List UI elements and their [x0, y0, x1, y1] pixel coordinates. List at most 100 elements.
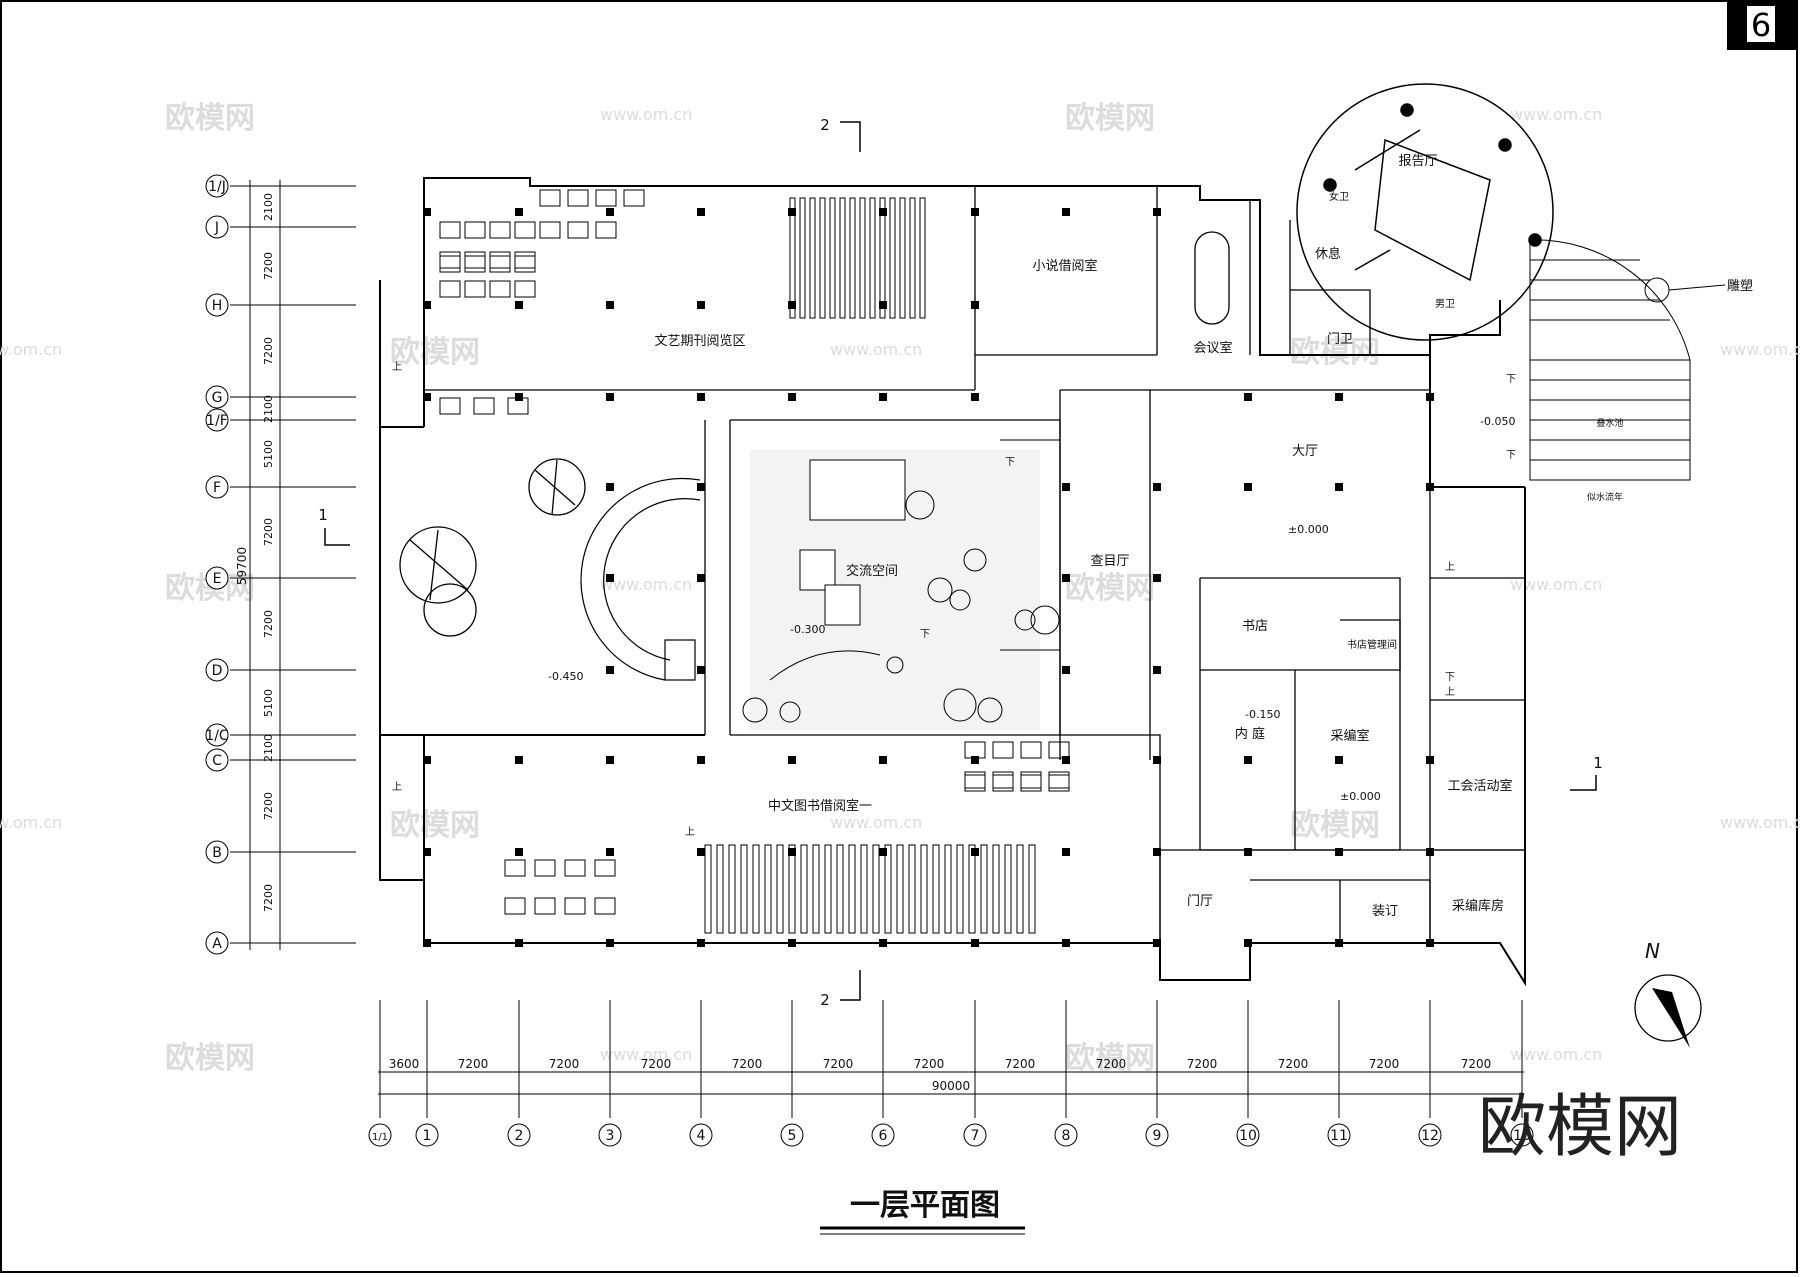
- column: [423, 301, 431, 309]
- exchange-space-garden: [742, 439, 1061, 730]
- axis-column-label: 1/1: [372, 1132, 388, 1143]
- axis-row-label: G: [212, 390, 223, 406]
- column: [606, 393, 614, 401]
- reading-table: [564, 859, 586, 877]
- stepped-plaza: [1529, 239, 1726, 481]
- bookshelf: [879, 197, 886, 319]
- watermark: 欧模网: [390, 335, 480, 370]
- column-dimension: 7200: [1461, 1057, 1492, 1071]
- column: [879, 756, 887, 764]
- reading-table: [539, 221, 561, 239]
- watermark: 欧模网: [1290, 808, 1380, 843]
- column-total-dimension: 90000: [932, 1079, 970, 1093]
- room-label-guard: 门卫: [1327, 332, 1353, 347]
- bookshelf: [992, 844, 1000, 934]
- bookshelf: [872, 844, 880, 934]
- axis-row-label: J: [214, 220, 219, 236]
- axis-row-label: A: [212, 936, 222, 952]
- reading-table: [464, 255, 486, 273]
- section-label: 2: [820, 116, 830, 134]
- column: [1062, 756, 1070, 764]
- column: [1335, 483, 1343, 491]
- reading-table: [514, 221, 536, 239]
- bookshelf: [836, 844, 844, 934]
- reading-table: [464, 280, 486, 298]
- axis-column-label: 5: [788, 1128, 797, 1144]
- column: [515, 939, 523, 947]
- column: [1335, 848, 1343, 856]
- stair-labels: 上 上 上 上 上 下 下 下 下 下: [392, 361, 1516, 838]
- bookshelf: [740, 844, 748, 934]
- watermark-url: www.om.cn: [830, 340, 922, 359]
- level-mark: ±0.000: [1288, 523, 1329, 536]
- bookshelf: [980, 844, 988, 934]
- bookshelf: [889, 197, 896, 319]
- column-dimension: 7200: [914, 1057, 945, 1071]
- axis-row-label: C: [212, 753, 222, 769]
- stair-down-label: 下: [920, 629, 930, 640]
- reading-table: [504, 859, 526, 877]
- reading-table: [1048, 774, 1070, 792]
- section-markers: [324, 121, 1597, 1001]
- axis-column-label: 10: [1239, 1128, 1257, 1144]
- column-axis-labels: 1/1 1 2 3 4 5 6 7 8 9 10 11 12 13: [372, 1128, 1531, 1144]
- bookshelf: [799, 197, 806, 319]
- bookshelf: [789, 197, 796, 319]
- reading-table: [1020, 771, 1042, 789]
- reading-table: [514, 251, 536, 269]
- axis-column-label: 4: [697, 1128, 706, 1144]
- bookshelf: [716, 844, 724, 934]
- bookshelf: [1028, 844, 1036, 934]
- column: [606, 848, 614, 856]
- reading-tables: [439, 189, 1070, 915]
- column: [1426, 848, 1434, 856]
- reading-table: [439, 255, 461, 273]
- axis-column-label: 11: [1330, 1128, 1348, 1144]
- watermark-url: www.om.cn: [0, 813, 62, 832]
- row-dimension: 7200: [262, 792, 275, 820]
- stair-down-label: 下: [1506, 450, 1516, 461]
- axis-row-label: H: [212, 298, 223, 314]
- stair-down-label: 下: [1445, 672, 1455, 683]
- row-total-dimension: 59700: [235, 547, 249, 585]
- bookshelf: [829, 197, 836, 319]
- column: [788, 208, 796, 216]
- watermark-large: 欧模网: [1478, 1088, 1682, 1167]
- column: [879, 939, 887, 947]
- sheet-number: 6: [1751, 6, 1771, 44]
- section-label: 1: [318, 506, 328, 524]
- column: [697, 848, 705, 856]
- stair-down-label: 下: [1506, 374, 1516, 385]
- watermark-url: www.om.cn: [1510, 1045, 1602, 1064]
- axis-row-label: 1/J: [208, 179, 226, 195]
- bookshelf: [849, 197, 856, 319]
- bookshelf: [728, 844, 736, 934]
- stair-down-label: 下: [1005, 457, 1015, 468]
- room-label-women-wc: 女卫: [1329, 190, 1349, 203]
- column: [423, 848, 431, 856]
- column: [1062, 574, 1070, 582]
- reading-table: [567, 189, 589, 207]
- bookshelf: [704, 844, 712, 934]
- reading-table: [534, 897, 556, 915]
- reading-table: [992, 771, 1014, 789]
- column: [697, 208, 705, 216]
- row-dimension: 5100: [262, 440, 275, 468]
- column: [1153, 483, 1161, 491]
- watermark-url: www.om.cn: [830, 813, 922, 832]
- row-dimension: 5100: [262, 689, 275, 717]
- reading-table: [623, 189, 645, 207]
- column: [515, 208, 523, 216]
- level-mark: -0.450: [548, 670, 583, 683]
- column: [1335, 756, 1343, 764]
- reading-table: [489, 255, 511, 273]
- watermarks: 欧模网 www.om.cn 欧模网 www.om.cn www.om.cn 欧模…: [0, 101, 1800, 1076]
- axis-column-label: 7: [971, 1128, 980, 1144]
- column: [1244, 483, 1252, 491]
- column: [697, 666, 705, 674]
- reading-table: [489, 280, 511, 298]
- column-dimension: 7200: [1278, 1057, 1309, 1071]
- bookshelf: [1004, 844, 1012, 934]
- watermark: 欧模网: [1065, 571, 1155, 606]
- column: [1426, 756, 1434, 764]
